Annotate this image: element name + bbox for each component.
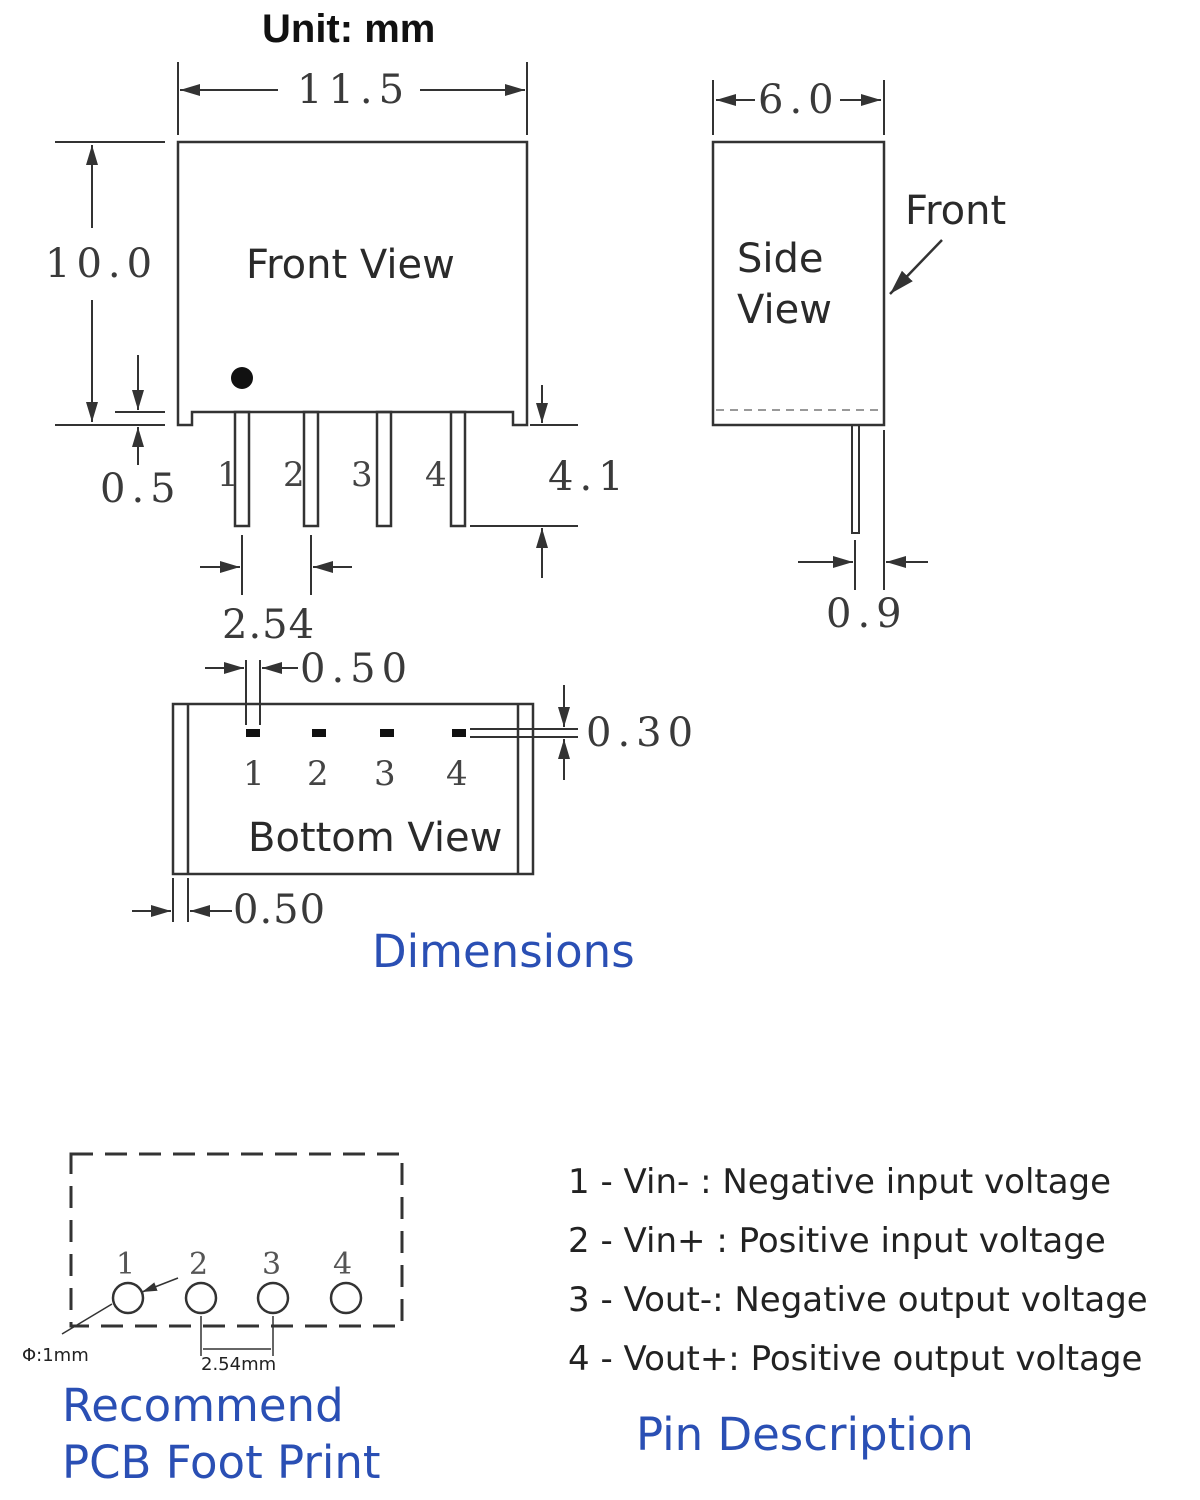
footprint-pin-4-label: 4 bbox=[333, 1247, 352, 1282]
side-width-dimension bbox=[712, 80, 885, 135]
front-pin-1: 1 bbox=[217, 455, 239, 495]
pitch-value: 2.54 bbox=[222, 602, 315, 648]
front-width-value: 11.5 bbox=[297, 67, 410, 113]
footprint-pin-3-label: 3 bbox=[262, 1247, 281, 1282]
bottom-view-label: Bottom View bbox=[248, 815, 502, 861]
hole-diameter-value: Φ:1mm bbox=[22, 1345, 89, 1366]
hole-diameter-arrow bbox=[141, 1277, 179, 1293]
footprint-title-line1: Recommend bbox=[62, 1379, 344, 1432]
front-height-value: 10.0 bbox=[45, 241, 158, 287]
pin-width-value: 0.50 bbox=[300, 646, 413, 692]
front-view bbox=[176, 140, 529, 528]
pin-thickness-dimension bbox=[470, 685, 578, 780]
pitch-dimension bbox=[200, 535, 352, 595]
pin-offset-dimension bbox=[798, 430, 928, 590]
footprint-pin-1-label: 1 bbox=[116, 1247, 135, 1282]
front-pin-2: 2 bbox=[283, 455, 305, 495]
front-width-dimension bbox=[177, 62, 528, 135]
edge-value: 0.50 bbox=[233, 887, 326, 933]
pin-length-dimension bbox=[470, 385, 578, 578]
pin-width-dimension bbox=[205, 660, 298, 725]
footprint-hole-3 bbox=[256, 1281, 290, 1315]
front-direction-arrow bbox=[889, 239, 943, 295]
pcb-footprint bbox=[69, 1152, 404, 1328]
bottom-pin-2-label: 2 bbox=[307, 754, 329, 794]
footprint-title-line2: PCB Foot Print bbox=[62, 1436, 381, 1489]
bottom-pin-4-label: 4 bbox=[446, 754, 468, 794]
bottom-pin-3 bbox=[380, 729, 394, 737]
footprint-hole-4 bbox=[329, 1281, 363, 1315]
bottom-pin-2 bbox=[312, 729, 326, 737]
footprint-pitch-dimension bbox=[200, 1316, 274, 1356]
edge-dimension bbox=[132, 878, 232, 922]
bottom-view bbox=[171, 702, 535, 876]
dimensions-title: Dimensions bbox=[372, 925, 635, 978]
standoff-value: 0.5 bbox=[100, 466, 182, 512]
front-direction-label: Front bbox=[905, 188, 1006, 234]
bottom-pin-1 bbox=[246, 729, 260, 737]
pin1-marker-dot bbox=[231, 367, 253, 389]
pin-description-item-2: 2 - Vin+ : Positive input voltage bbox=[568, 1221, 1106, 1261]
bottom-pin-3-label: 3 bbox=[374, 754, 396, 794]
pin-description-item-4: 4 - Vout+: Positive output voltage bbox=[568, 1339, 1142, 1379]
standoff-dimension bbox=[115, 355, 165, 465]
front-pin-4: 4 bbox=[425, 455, 447, 495]
footprint-pitch-value: 2.54mm bbox=[201, 1354, 276, 1375]
bottom-pin-1-label: 1 bbox=[243, 754, 265, 794]
pin-offset-value: 0.9 bbox=[826, 591, 908, 637]
side-view-label-line2: View bbox=[737, 287, 832, 333]
side-view bbox=[711, 140, 886, 534]
front-view-label: Front View bbox=[246, 242, 455, 288]
side-width-value: 6.0 bbox=[758, 77, 840, 123]
front-pin-3: 3 bbox=[351, 455, 373, 495]
unit-label: Unit: mm bbox=[262, 7, 435, 51]
front-height-dimension bbox=[55, 141, 165, 426]
pin-length-value: 4.1 bbox=[548, 454, 630, 500]
pin-description-title: Pin Description bbox=[636, 1408, 974, 1461]
bottom-pin-4 bbox=[452, 729, 466, 737]
footprint-hole-2 bbox=[184, 1281, 218, 1315]
footprint-pin-2-label: 2 bbox=[189, 1247, 208, 1282]
footprint-hole-1 bbox=[111, 1281, 145, 1315]
hole-diameter-leader bbox=[61, 1303, 113, 1335]
side-view-label-line1: Side bbox=[737, 236, 824, 282]
pin-description-item-1: 1 - Vin- : Negative input voltage bbox=[568, 1162, 1111, 1202]
pin-description-item-3: 3 - Vout-: Negative output voltage bbox=[568, 1280, 1148, 1320]
pin-thickness-value: 0.30 bbox=[586, 710, 699, 756]
